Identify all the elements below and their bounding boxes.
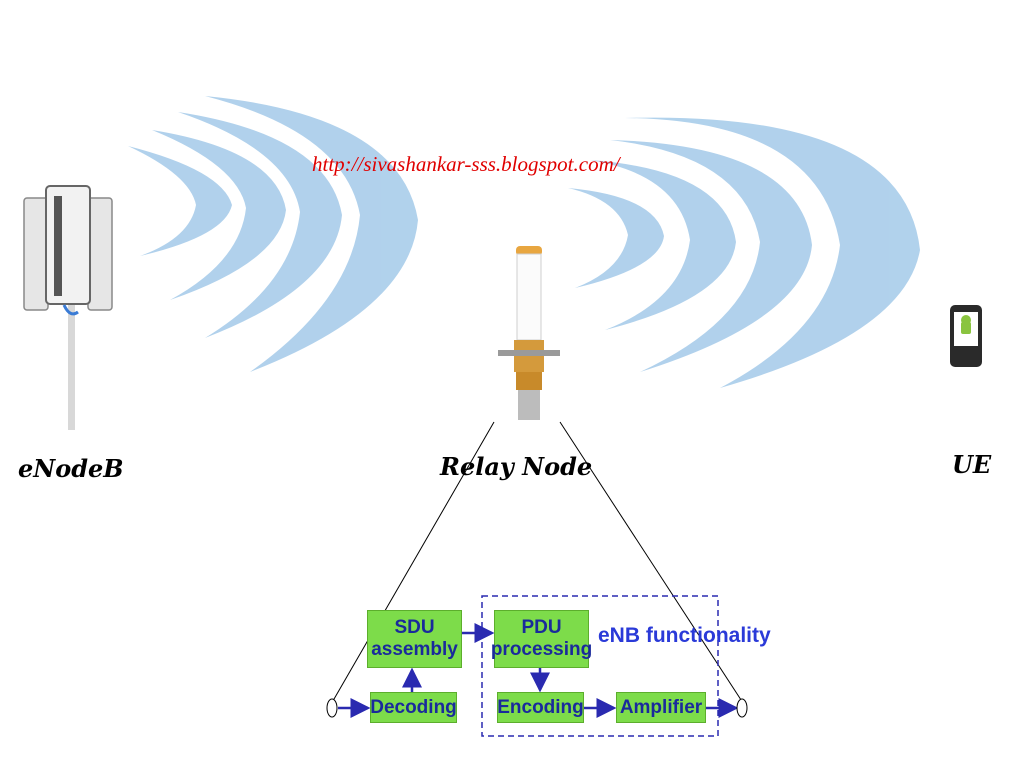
- ue-phone-icon: [950, 305, 982, 367]
- output-port-circle: [736, 698, 748, 718]
- source-url-text: http://sivashankar-sss.blogspot.com/: [312, 152, 620, 176]
- enb-functionality-label: eNB functionality: [598, 624, 771, 647]
- decoding-block: Decoding: [370, 692, 457, 723]
- flow-arrows: [338, 623, 739, 718]
- enb-functionality-frame: [481, 595, 719, 737]
- zoom-lines: [329, 421, 746, 707]
- pdu-processing-block: PDU processing: [491, 610, 592, 668]
- signal-waves-relay-to-ue: [568, 117, 920, 388]
- input-port-circle: [326, 698, 338, 718]
- amplifier-block: Amplifier: [616, 692, 706, 723]
- ue-label: UE: [952, 450, 992, 479]
- sdu-assembly-block: SDU assembly: [367, 610, 462, 668]
- enodeb-label: eNodeB: [18, 454, 124, 483]
- encoding-block: Encoding: [497, 692, 584, 723]
- signal-waves-enodeb-to-relay: [128, 96, 418, 372]
- relay-node-label: Relay Node: [440, 452, 593, 481]
- relay-node-antenna-icon: [498, 246, 560, 420]
- enodeb-antenna-icon: [23, 185, 113, 430]
